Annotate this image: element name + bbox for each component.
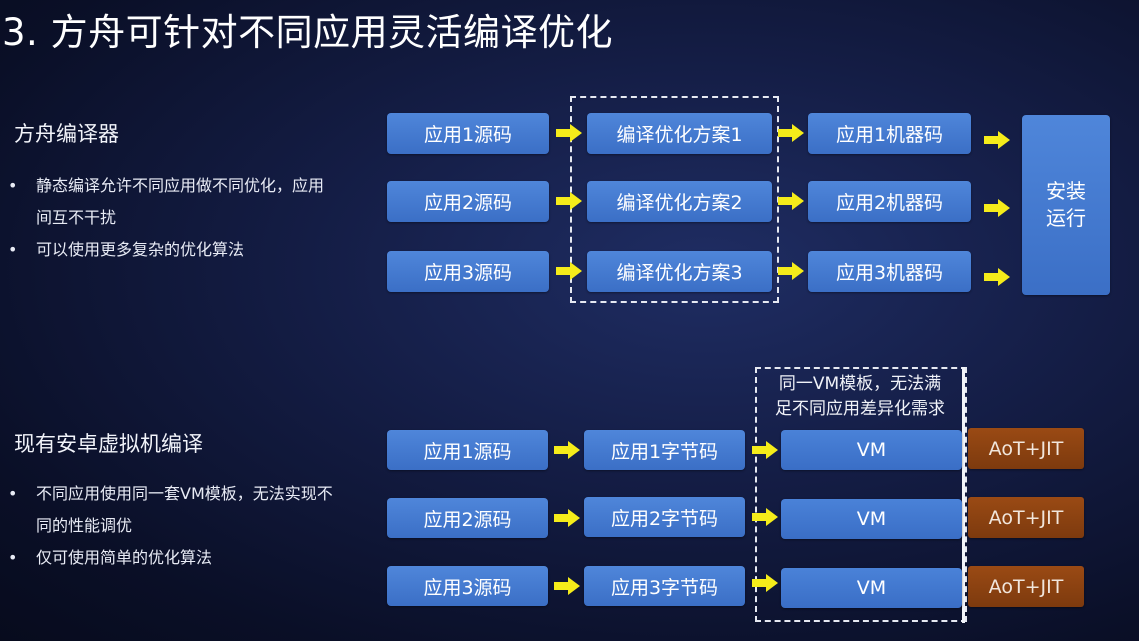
machine-code-box: 应用3机器码 [808,251,971,292]
yellow-arrow-icon [751,573,779,593]
install-run-label-line2: 运行 [1046,206,1086,230]
bullet-text: 不同应用使用同一套VM模板，无法实现不同的性能调优 [36,484,333,535]
vm-template-dashed-frame [755,367,967,622]
source-code-box: 应用2源码 [387,498,548,538]
bullet-text: 静态编译允许不同应用做不同优化，应用间互不干扰 [36,176,325,227]
bullet-item: • 不同应用使用同一套VM模板，无法实现不同的性能调优 [8,478,336,542]
vm-box: VM [781,568,962,608]
source-code-box: 应用1源码 [387,113,549,154]
yellow-arrow-icon [777,261,805,281]
bytecode-box: 应用2字节码 [584,497,745,537]
optimization-plan-box: 编译优化方案2 [587,181,772,222]
vm-template-note: 同一VM模板，无法满 足不同应用差异化需求 [760,372,960,422]
yellow-arrow-icon [751,507,779,527]
bullet-item: • 静态编译允许不同应用做不同优化，应用间互不干扰 [8,170,336,234]
yellow-arrow-icon [983,267,1011,287]
yellow-arrow-icon [553,508,581,528]
source-code-box: 应用3源码 [387,251,549,292]
aot-jit-box: AoT+JIT [968,566,1084,607]
bullet-icon: • [8,548,18,567]
optimization-plan-box: 编译优化方案1 [587,113,772,154]
aot-jit-box: AoT+JIT [968,497,1084,538]
yellow-arrow-icon [983,198,1011,218]
bullet-item: • 仅可使用简单的优化算法 [8,542,336,574]
yellow-arrow-icon [555,261,583,281]
bullet-icon: • [8,240,18,259]
optimization-plan-box: 编译优化方案3 [587,251,772,292]
ark-compiler-heading: 方舟编译器 [14,122,119,146]
bytecode-box: 应用1字节码 [584,430,745,470]
source-code-box: 应用3源码 [387,566,548,606]
vm-box: VM [781,499,962,539]
source-code-box: 应用2源码 [387,181,549,222]
yellow-arrow-icon [777,123,805,143]
ark-compiler-bullets: • 静态编译允许不同应用做不同优化，应用间互不干扰 • 可以使用更多复杂的优化算… [8,170,336,266]
install-run-label-line1: 安装 [1046,179,1086,203]
vm-box: VM [781,430,962,470]
aot-jit-box: AoT+JIT [968,428,1084,469]
yellow-arrow-icon [555,191,583,211]
yellow-arrow-icon [983,130,1011,150]
vm-template-note-line2: 足不同应用差异化需求 [775,399,945,419]
machine-code-box: 应用2机器码 [808,181,971,222]
yellow-arrow-icon [555,123,583,143]
machine-code-box: 应用1机器码 [808,113,971,154]
vm-template-note-line1: 同一VM模板，无法满 [778,374,942,394]
yellow-arrow-icon [553,576,581,596]
bullet-icon: • [8,176,18,195]
bytecode-box: 应用3字节码 [584,566,745,606]
page-title: 3. 方舟可针对不同应用灵活编译优化 [2,11,614,54]
bullet-text: 仅可使用简单的优化算法 [36,548,213,567]
yellow-arrow-icon [777,191,805,211]
android-vm-bullets: • 不同应用使用同一套VM模板，无法实现不同的性能调优 • 仅可使用简单的优化算… [8,478,336,574]
bullet-item: • 可以使用更多复杂的优化算法 [8,234,336,266]
yellow-arrow-icon [553,440,581,460]
yellow-arrow-icon [751,440,779,460]
divider-line [962,367,965,623]
bullet-icon: • [8,484,18,503]
install-run-box: 安装 运行 [1022,115,1110,295]
bullet-text: 可以使用更多复杂的优化算法 [36,240,245,259]
source-code-box: 应用1源码 [387,430,548,470]
android-vm-heading: 现有安卓虚拟机编译 [14,432,203,456]
